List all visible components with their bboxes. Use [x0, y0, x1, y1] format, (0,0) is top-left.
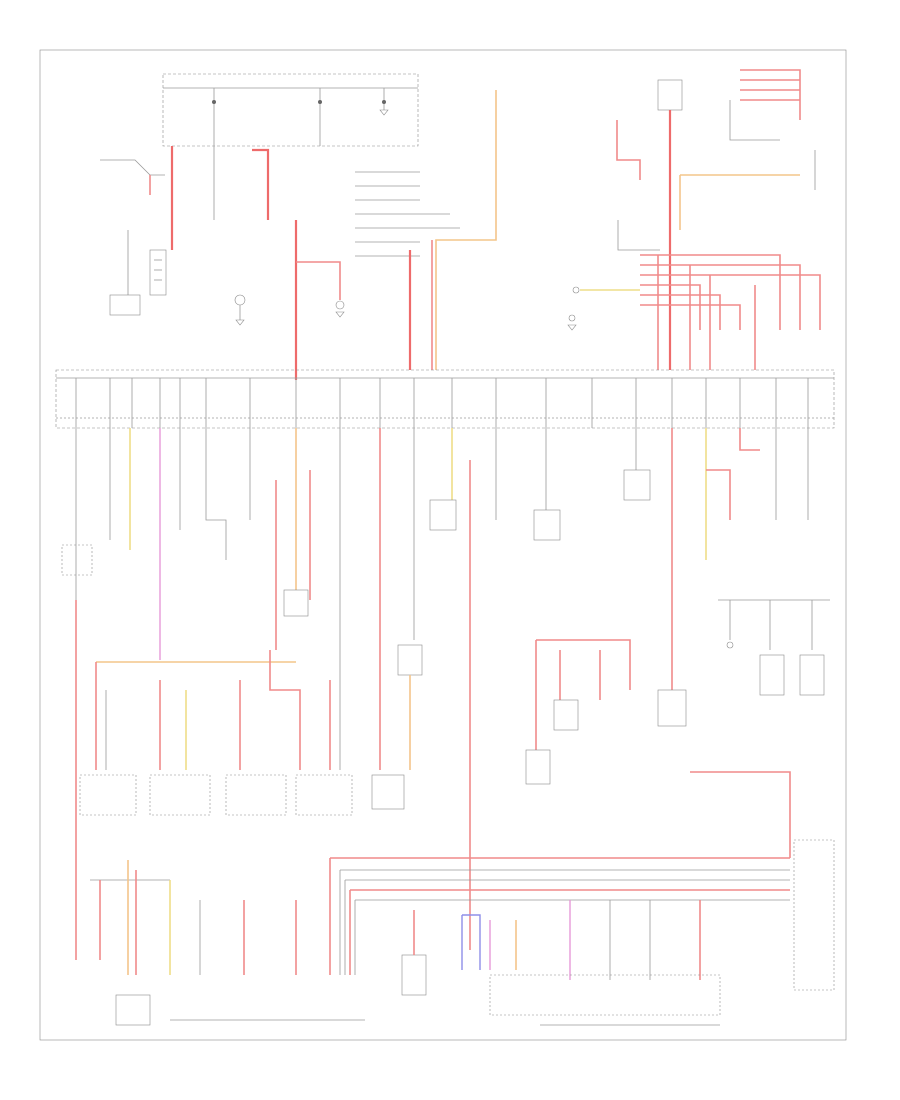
wire-legend-lines	[355, 171, 460, 257]
component-box-icon	[401, 954, 427, 996]
ground-icon	[235, 109, 577, 331]
component-box-icon	[429, 499, 457, 531]
component-box-icon	[397, 644, 423, 676]
connector-icon	[115, 994, 151, 1026]
component-box-icon	[61, 544, 93, 576]
main-fuse-bar	[55, 369, 835, 429]
component-box-icon	[657, 689, 687, 727]
battery-icon	[149, 249, 167, 296]
component-box-icon	[283, 589, 309, 617]
bottom-harness	[90, 771, 835, 1026]
diagram-frame	[39, 49, 847, 1041]
switch-block-icon	[489, 974, 721, 1016]
lower-module-row	[79, 774, 405, 816]
fuse-icon	[75, 378, 809, 428]
generator-group	[213, 146, 345, 380]
component-box-icon	[799, 654, 825, 696]
starter-icon	[109, 294, 141, 316]
relay-icon	[657, 79, 683, 111]
component-box-icon	[553, 699, 579, 731]
component-box-icon	[759, 654, 785, 696]
component-box-icon	[623, 469, 651, 501]
component-box-icon	[525, 749, 551, 785]
component-box-icon	[533, 509, 561, 541]
battery-starter-group	[100, 146, 174, 316]
top-right-relay-group	[568, 69, 821, 370]
branch-wires	[61, 428, 830, 960]
component-box-icon	[371, 774, 405, 810]
battery-fuse-box	[162, 73, 419, 147]
control-module-icon	[793, 839, 835, 991]
